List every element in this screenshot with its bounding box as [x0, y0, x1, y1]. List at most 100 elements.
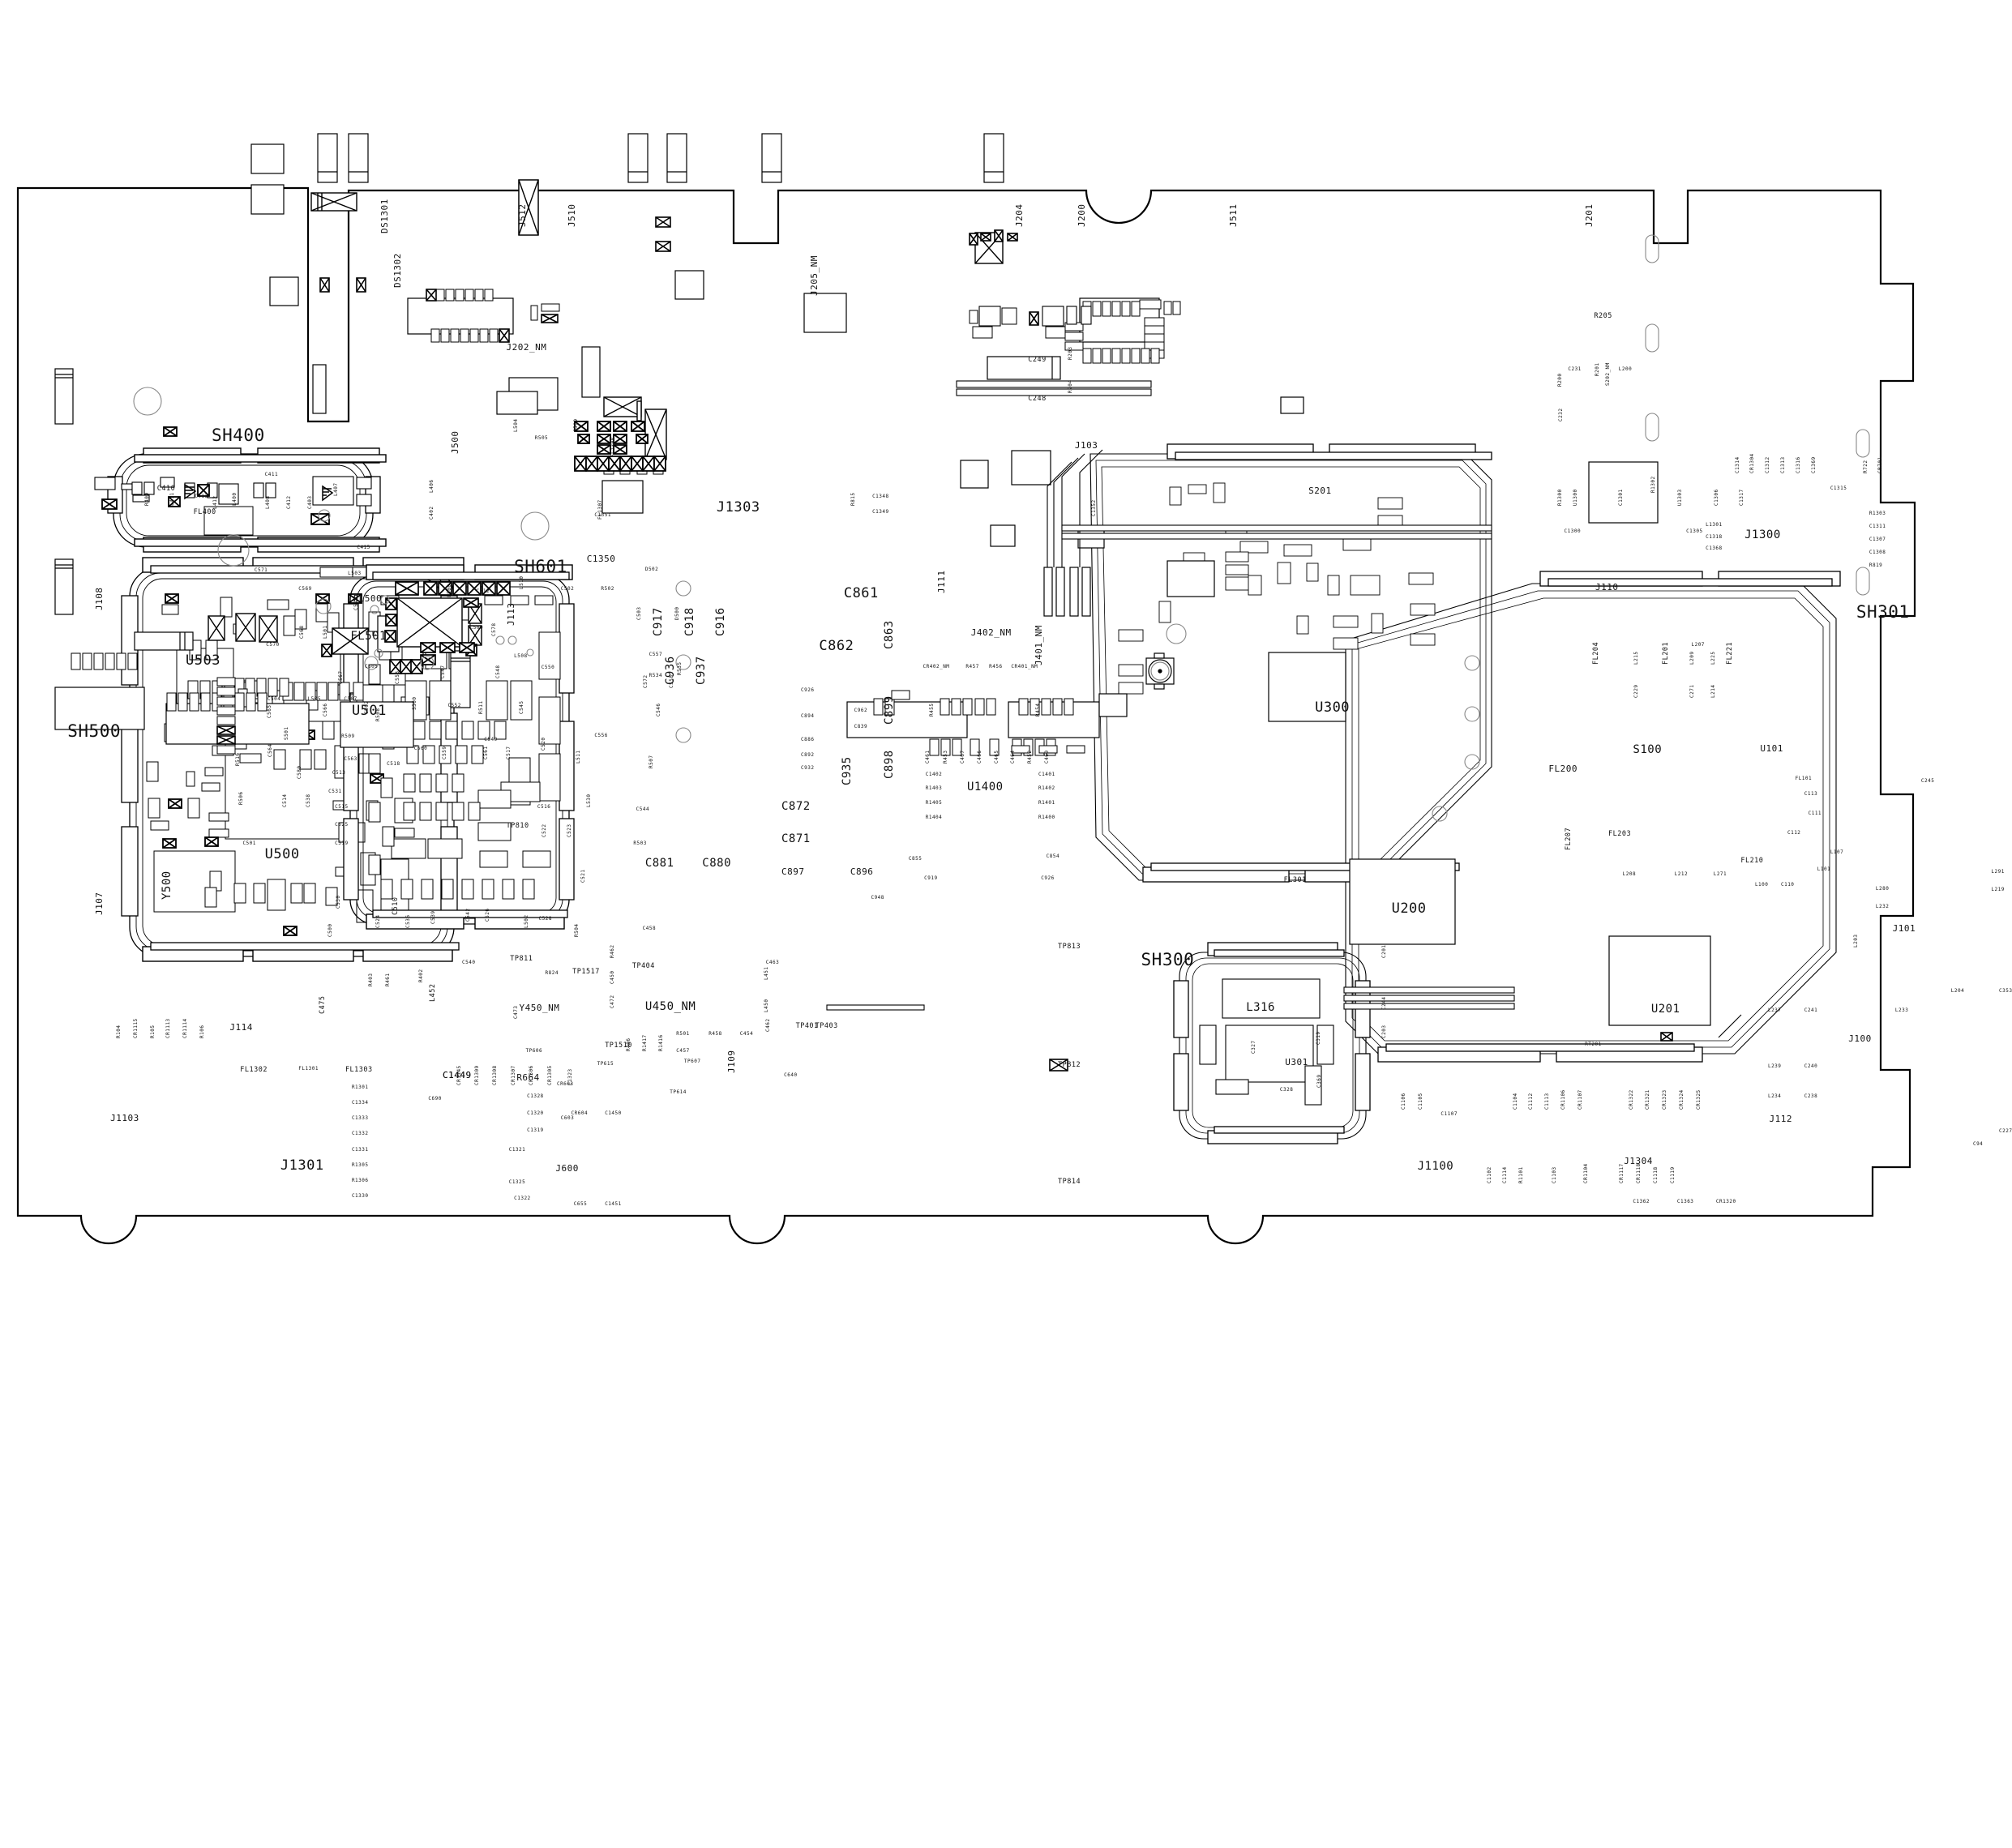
refdes-c1328: C1328: [527, 1093, 544, 1099]
label-tp614: TP614: [670, 1089, 687, 1096]
refdes-c1320: C1320: [527, 1110, 544, 1116]
refdes-c517: C517: [505, 746, 512, 759]
refdes-c244: C244: [1381, 996, 1388, 1010]
refdes-c203: C203: [1381, 1025, 1388, 1039]
label-j600: J600: [555, 1163, 579, 1174]
refdes-c461: C461: [924, 750, 931, 764]
refdes-r1416: R1416: [658, 1034, 665, 1052]
refdes-c1369: C1369: [1811, 456, 1817, 474]
refdes-r819: R819: [1869, 562, 1883, 568]
refdes-l500: L500: [447, 584, 453, 597]
refdes-l271: L271: [1713, 871, 1727, 878]
refdes-u1303: U1303: [1677, 489, 1684, 507]
refdes-c539: C539: [430, 910, 436, 925]
refdes-c839: C839: [854, 723, 868, 729]
refdes-c504: C504: [267, 695, 281, 702]
refdes-l501: L501: [322, 625, 328, 639]
refdes-r815: R815: [850, 493, 857, 507]
refdes-r461: R461: [384, 973, 391, 986]
label-c917: C917: [652, 606, 666, 636]
refdes-c552: C552: [447, 702, 461, 708]
label-j402-nm: J402_NM: [970, 627, 1012, 639]
refdes-r506: R506: [238, 791, 244, 805]
refdes-c1113: C1113: [1543, 1093, 1550, 1110]
refdes-fl101: FL101: [1795, 775, 1813, 781]
refdes-l407: L407: [332, 482, 339, 496]
refdes-l400: L400: [231, 493, 238, 507]
refdes-c240: C240: [1804, 1063, 1818, 1070]
refdes-r1405: R1405: [925, 799, 943, 806]
refdes-c550: C550: [541, 665, 555, 671]
label-j103: J103: [1074, 440, 1098, 451]
refdes-c512: C512: [476, 588, 490, 594]
refdes-r1302: R1302: [1650, 476, 1656, 494]
refdes-c564: C564: [268, 743, 274, 757]
refdes-r504: R504: [574, 923, 580, 938]
label-j114: J114: [229, 1021, 253, 1033]
refdes-c231: C231: [1568, 366, 1582, 373]
refdes-c538: C538: [305, 794, 311, 807]
refdes-l280: L280: [1875, 885, 1890, 892]
refdes-l503: L503: [348, 570, 362, 576]
label-c881: C881: [644, 857, 674, 871]
refdes-c1332: C1332: [351, 1131, 369, 1137]
label-c1449: C1449: [443, 1070, 472, 1081]
refdes-c547: C547: [440, 665, 447, 679]
refdes-l291: L291: [1991, 868, 2005, 875]
refdes-c1322: C1322: [514, 1196, 531, 1202]
refdes-l203: L203: [1852, 934, 1859, 948]
refdes-c521: C521: [580, 869, 587, 883]
refdes-c1330: C1330: [351, 1193, 369, 1200]
refdes-c1112: C1112: [1528, 1093, 1535, 1110]
refdes-r458: R458: [708, 1031, 722, 1037]
refdes-l237: L237: [1767, 1007, 1782, 1014]
label-y450-nm: Y450_NM: [519, 1002, 560, 1013]
label-c897: C897: [781, 866, 805, 877]
refdes-r453: R453: [943, 750, 949, 764]
label-j111: J111: [936, 570, 948, 593]
label-fl1301: FL1301: [298, 1066, 319, 1072]
refdes-cr1309: CR1309: [474, 1064, 481, 1085]
refdes-c1311: C1311: [1869, 523, 1886, 529]
refdes-c640: C640: [784, 1072, 798, 1079]
refdes-cr402-nm: CR402_NM: [923, 663, 950, 669]
label-tp607: TP607: [683, 1058, 701, 1064]
refdes-c515: C515: [335, 803, 349, 810]
label-cr603: CR603: [556, 1081, 574, 1088]
refdes-c353: C353: [1998, 988, 2012, 995]
refdes-l504: L504: [513, 418, 520, 433]
label-c1449: C1449: [443, 1070, 472, 1081]
refdes-l225: L225: [1710, 651, 1716, 665]
label-tp1510: TP1510: [605, 1041, 632, 1050]
refdes-c1451: C1451: [605, 1200, 622, 1207]
refdes-c516: C516: [537, 803, 551, 810]
refdes-r501: R501: [676, 1031, 690, 1037]
refdes-c919: C919: [924, 875, 938, 881]
refdes-l101: L101: [1817, 866, 1831, 872]
refdes-c1106: C1106: [1401, 1093, 1407, 1110]
refdes-c519: C519: [335, 840, 349, 846]
label-sh301: SH301: [1856, 601, 1910, 622]
label-fl210: FL210: [1740, 857, 1764, 866]
label-j510: J510: [566, 203, 577, 228]
refdes-cr1114: CR1114: [182, 1018, 188, 1039]
label-j1100: J1100: [1417, 1159, 1454, 1173]
refdes-c245: C245: [1920, 777, 1935, 784]
refdes-l511: L511: [575, 750, 581, 764]
refdes-l1301: L1301: [1706, 522, 1723, 528]
refdes-c513: C513: [332, 770, 346, 776]
refdes-c94: C94: [1972, 1141, 1984, 1148]
refdes-c1334: C1334: [351, 1099, 369, 1106]
refdes-c1318: C1318: [1706, 533, 1723, 540]
refdes-c229: C229: [1633, 685, 1640, 699]
refdes-c460: C460: [1044, 750, 1051, 764]
label-fl200: FL200: [1548, 764, 1577, 775]
refdes-r203: R203: [1067, 346, 1073, 360]
refdes-c1348: C1348: [872, 494, 889, 500]
label-j1103: J1103: [110, 1112, 139, 1123]
label-s202-nm: S202_NM: [1604, 361, 1611, 386]
refdes-c509: C509: [572, 418, 579, 433]
refdes-c1306: C1306: [1714, 489, 1720, 507]
refdes-c1103: C1103: [1552, 1166, 1558, 1184]
refdes-c1363: C1363: [1676, 1198, 1694, 1204]
